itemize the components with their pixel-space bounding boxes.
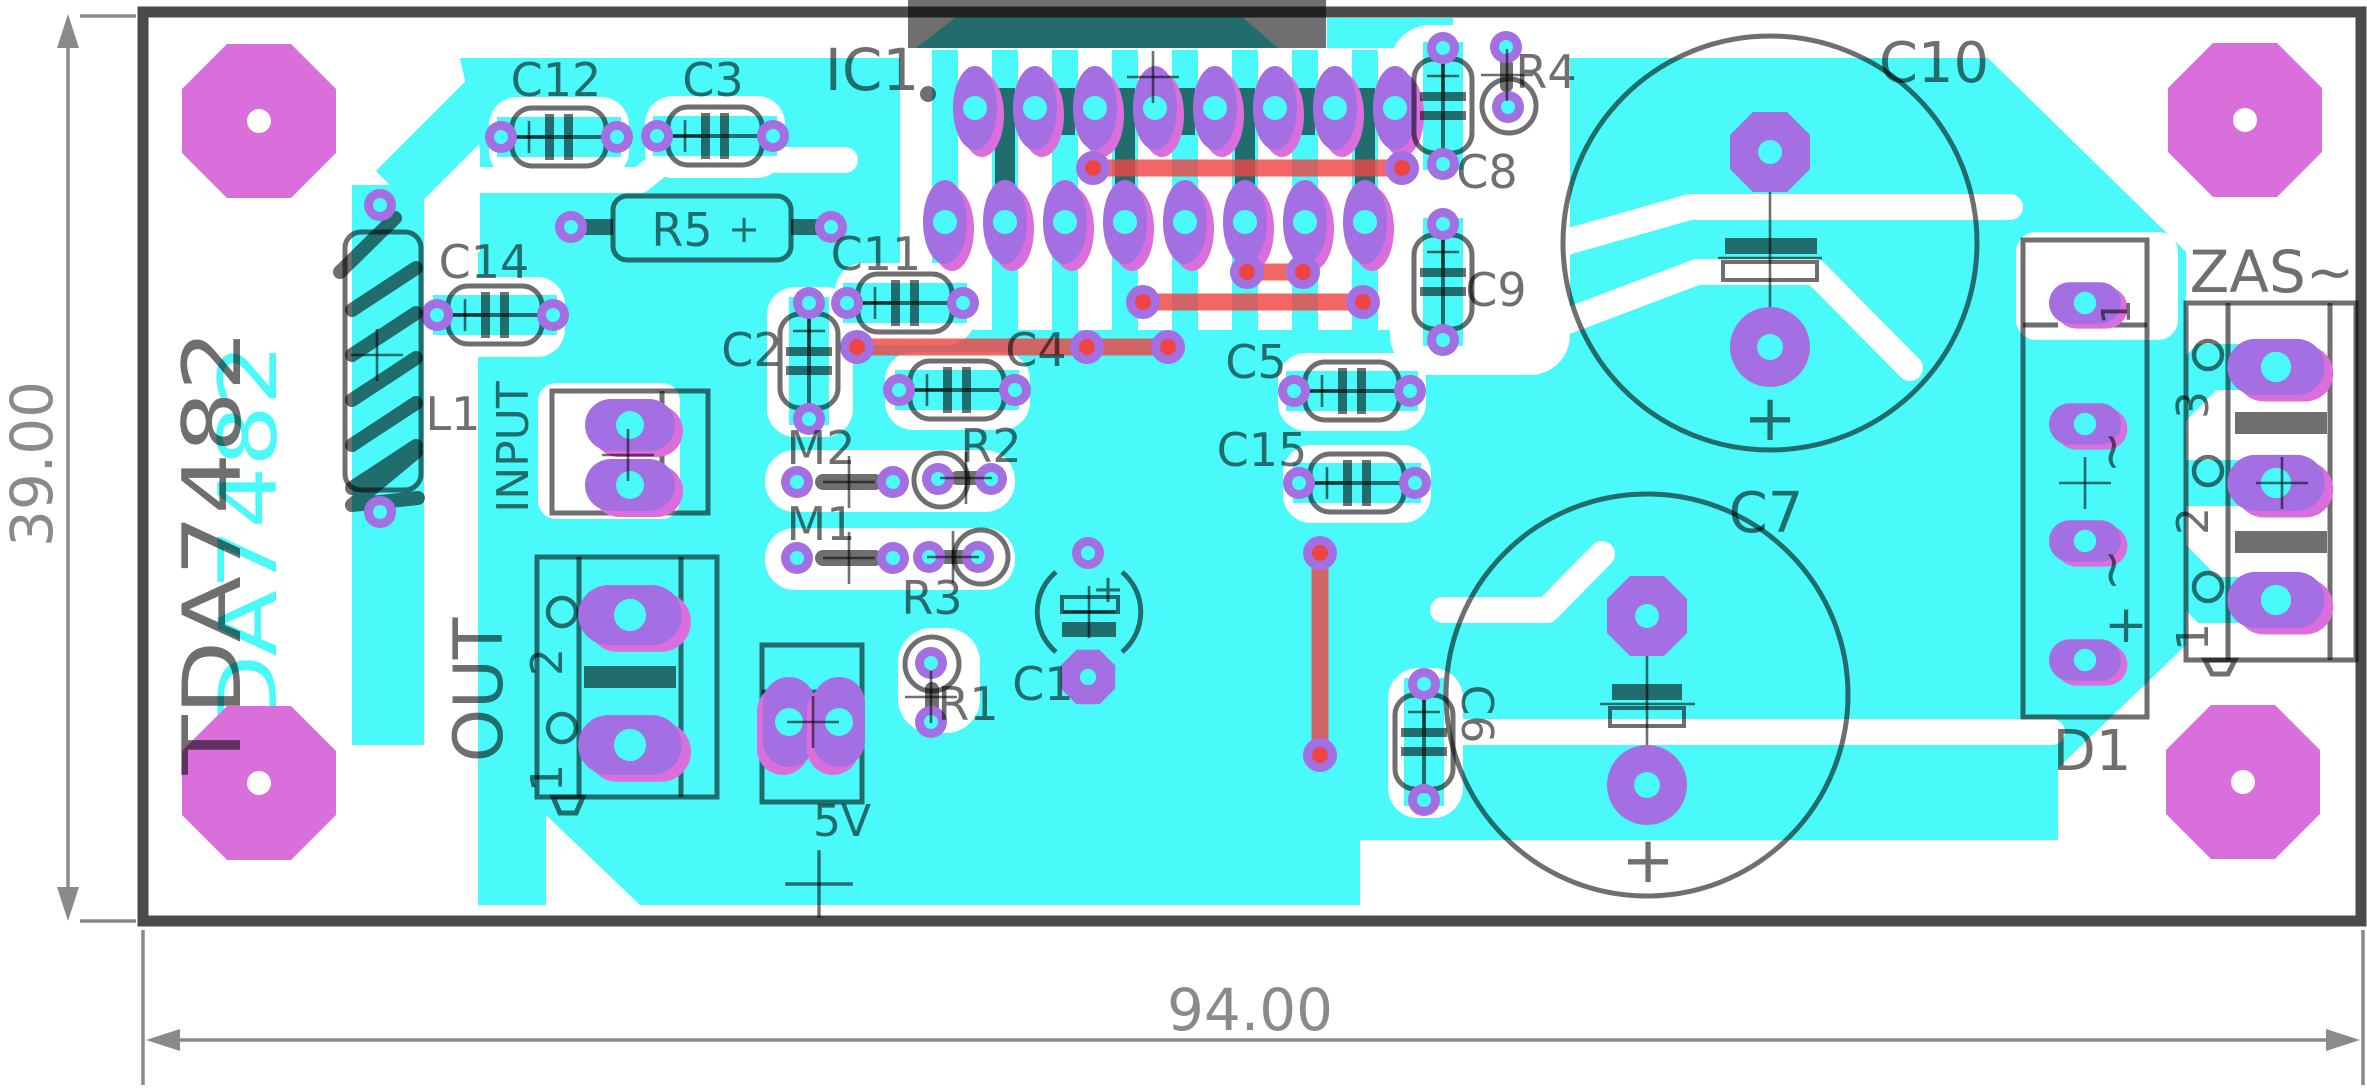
component-r2 — [911, 450, 1007, 510]
c7-plus-mark: + — [1621, 824, 1675, 898]
label-r5-plus: + — [728, 207, 760, 251]
component-r4 — [1479, 31, 1539, 136]
component-r3 — [913, 527, 1011, 587]
component-c7 — [1443, 491, 1851, 899]
out-pin1-hole-marker — [545, 711, 579, 745]
connector-zas — [2183, 300, 2359, 677]
component-m2 — [781, 454, 909, 510]
mount-hole-bottom-right — [2166, 705, 2320, 859]
label-c9: C9 — [1465, 263, 1526, 317]
dim-height-text: 39.00 — [0, 381, 66, 547]
ic1-pin1-dot — [920, 86, 936, 102]
dim-width-text: 94.00 — [1167, 976, 1333, 1044]
label-out: OUT — [440, 617, 519, 762]
label-5v: 5V — [813, 796, 871, 847]
mount-hole-top-left — [182, 44, 336, 198]
label-c7: C7 — [1729, 481, 1804, 546]
label-out-pin2: 2 — [522, 648, 573, 676]
component-l1 — [333, 189, 425, 528]
label-c14: C14 — [439, 235, 530, 289]
mount-hole-top-right — [2168, 43, 2322, 197]
label-out-pin1: 1 — [522, 764, 573, 792]
jumper-wires — [840, 151, 1419, 772]
label-c8: C8 — [1456, 145, 1517, 199]
silk-text-tda: TDA7482 — [166, 330, 259, 776]
label-d1: D1 — [2053, 719, 2132, 784]
label-c15: C15 — [1217, 423, 1308, 477]
zas-pin3-hole-marker — [2191, 338, 2225, 372]
dimension-annotations: 39.00 94.00 — [0, 14, 2365, 1085]
label-c3: C3 — [682, 53, 743, 107]
label-zas-pin1: 1 — [2168, 623, 2219, 651]
label-c1: C1 — [1012, 657, 1073, 711]
label-d1-plus: + — [2104, 595, 2148, 655]
label-zas-pin2: 2 — [2168, 507, 2219, 535]
out-pin2-hole-marker — [545, 595, 579, 629]
label-m2: M2 — [787, 421, 856, 475]
component-m1 — [781, 530, 909, 586]
label-c4: C4 — [1005, 323, 1066, 377]
label-m1: M1 — [787, 497, 856, 551]
label-zas: ZAS~ — [2190, 238, 2355, 306]
c1-plus-mark: + — [1092, 567, 1124, 611]
label-c6: C6 — [1451, 685, 1502, 744]
component-c1 — [1034, 537, 1144, 705]
c10-plus-mark: + — [1743, 382, 1797, 456]
label-d1-ac1: ~ — [2082, 431, 2140, 473]
connector-input — [549, 388, 711, 517]
label-d1-pin1: 1 — [2094, 299, 2140, 324]
connector-5v — [757, 642, 865, 805]
connector-out — [534, 554, 855, 920]
label-r2: R2 — [960, 419, 1021, 473]
label-r4: R4 — [1515, 45, 1576, 99]
zas-pin2-hole-marker — [2191, 454, 2225, 488]
label-c10: C10 — [1879, 31, 1989, 96]
zas-pin1-hole-marker — [2191, 570, 2225, 604]
component-d1 — [2020, 237, 2150, 720]
label-r3: R3 — [901, 571, 962, 625]
component-r5 — [555, 193, 847, 263]
label-c11: C11 — [831, 227, 922, 281]
label-d1-ac2: ~ — [2082, 549, 2140, 591]
label-ic1: IC1 — [825, 36, 920, 104]
label-l1: L1 — [426, 387, 481, 441]
component-c10 — [1560, 33, 1980, 453]
label-c12: C12 — [511, 53, 602, 107]
label-c2: C2 — [721, 323, 782, 377]
label-r5: R5 — [651, 203, 712, 257]
label-zas-pin3: 3 — [2168, 391, 2219, 419]
component-r1 — [902, 634, 962, 738]
ic1-heatsink-tab — [908, 0, 1326, 48]
label-input: INPUT — [488, 381, 539, 513]
label-c5: C5 — [1225, 335, 1286, 389]
label-r1: R1 — [937, 677, 998, 731]
